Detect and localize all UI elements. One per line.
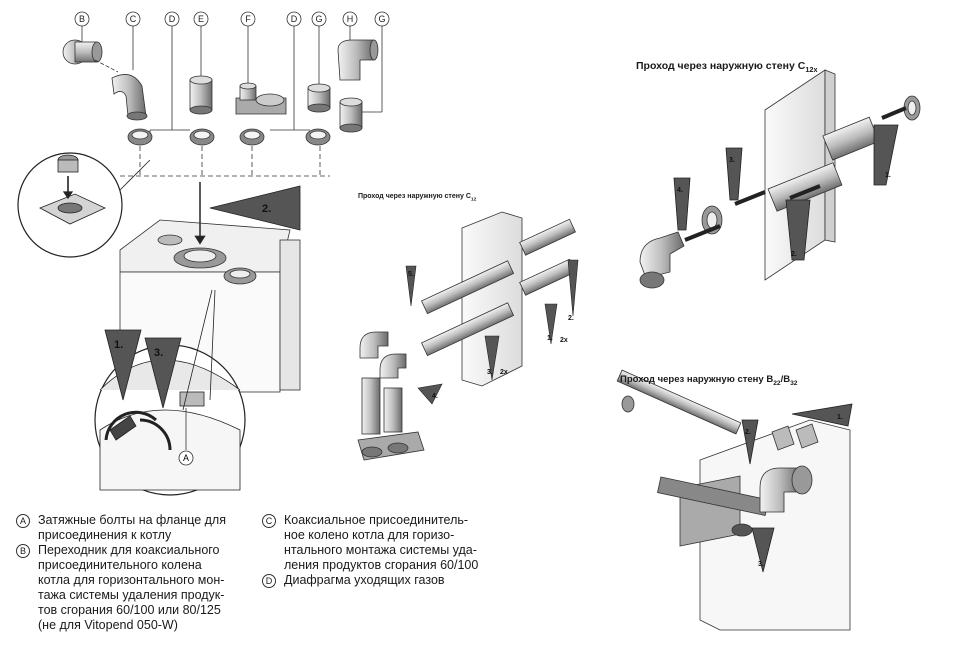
detail-magnifier [17,152,151,258]
step-label: 1. [114,339,123,351]
legend-line: присоединительного колена [38,558,202,572]
elbow-c [111,74,148,121]
legend-line: ное колено котла для горизо- [284,528,455,542]
callout-letter: G [315,14,322,24]
step-label: 1. [885,172,891,179]
step-label: 2. [791,251,797,258]
legend-item-b: B Переходник для коаксиального присоедин… [16,543,251,633]
step-arrow-2 [209,185,301,231]
step-label: 5. [408,271,414,278]
step-label: 3. [487,369,493,376]
callout-letter: F [245,14,251,24]
legend-key-c: C [262,514,276,528]
heading-c12x: Проход через наружную стену C12x [636,60,818,75]
legend-line: тов сгорания 60/100 или 80/125 [38,603,221,617]
detail-magnifier-bolts [94,289,246,496]
legend-key-a: A [16,514,30,528]
adapter-f [235,82,287,115]
callout-letter: D [291,14,298,24]
callout-letter: C [130,14,137,24]
adapter-b [62,39,103,65]
callout-group-top-left [74,11,390,135]
callout-letter: H [347,14,354,24]
callout-letter: D [169,14,176,24]
legend-right: C Коаксиальное присоединитель- ное колен… [262,513,502,588]
step-label: 4. [432,393,438,400]
step-label: 3. [154,347,163,359]
step-arrow-1 [104,329,142,401]
legend-key-b: B [16,544,30,558]
elbow-h [337,39,379,81]
legend-line: присоединения к котлу [38,528,172,542]
legend-line: котла для горизонтального мон- [38,573,225,587]
step-label: 2. [745,429,751,436]
legend-line: Коаксиальное присоединитель- [284,513,469,527]
b22-assembly [616,369,851,631]
step-label: 4. [677,187,683,194]
b22-step-arrows [741,403,853,573]
adapter-g2 [339,97,363,133]
diaphragm-d-ring [127,128,331,146]
step-label: 3. [758,561,764,568]
callout-letter: B [79,14,85,24]
legend-line: тажа системы удаления продук- [38,588,225,602]
callout-a [178,408,194,466]
legend-line: нтального монтажа системы уда- [284,543,477,557]
callout-letter: G [378,14,385,24]
legend-item-d: D Диафрагма уходящих газов [262,573,502,588]
step-label: 1. [547,335,553,342]
legend-key-d: D [262,574,276,588]
legend-line: Затяжные болты на фланце для [38,513,226,527]
step-label: 2. [568,315,574,322]
step-arrow-3 [144,337,182,409]
step-label: 1. [837,414,843,421]
heading-b22: Проход через наружную стену B22/B32 [620,374,798,387]
step-label: 2x [560,337,568,344]
boiler-unit [119,182,301,393]
step-label: 2x [500,369,508,376]
legend-line: (не для Vitopend 050-W) [38,618,178,632]
legend-line: Диафрагма уходящих газов [284,573,445,587]
adapter-g [307,83,331,113]
legend-line: Переходник для коаксиального [38,543,220,557]
step-label: 2. [262,203,271,215]
legend-line: ления продуктов сгорания 60/100 [284,558,479,572]
c12x-assembly [639,69,921,289]
callout-letter: A [183,453,189,463]
heading-c12: Проход через наружную стену C12 [358,193,477,203]
adapter-e [189,75,213,115]
legend-item-a: A Затяжные болты на фланце для присоедин… [16,513,251,543]
callout-letter: E [198,14,204,24]
step-label: 3. [729,157,735,164]
c12-assembly [357,211,576,461]
c12x-step-arrows [673,124,899,261]
legend-left: A Затяжные болты на фланце для присоедин… [16,513,251,633]
legend-item-c: C Коаксиальное присоединитель- ное колен… [262,513,502,573]
c12-step-arrows [405,259,579,405]
